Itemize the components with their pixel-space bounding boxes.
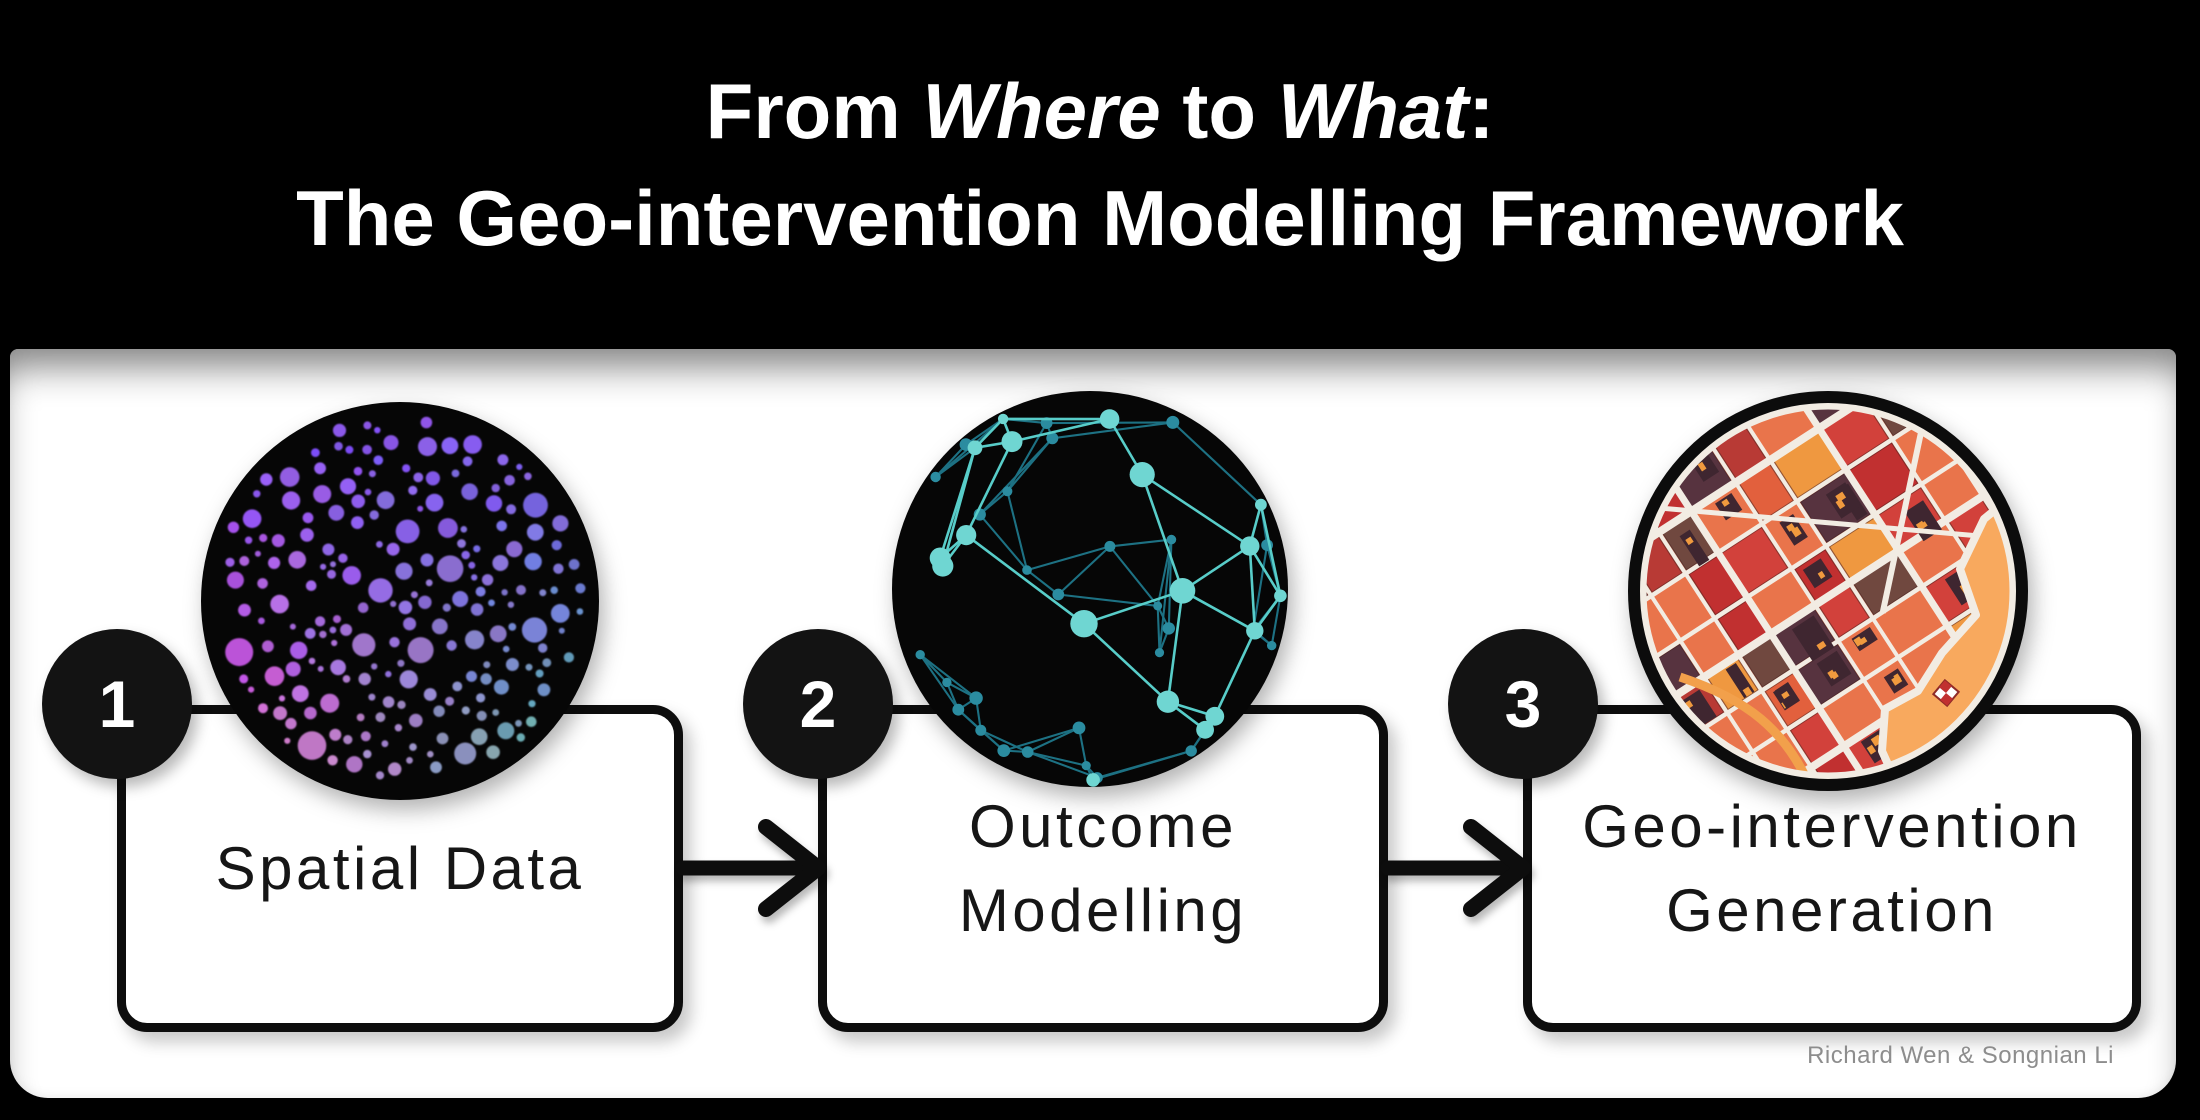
header-band: From Where to What: The Geo-intervention… (0, 0, 2200, 349)
step-number: 2 (799, 667, 837, 741)
title-text-italic: What (1277, 67, 1469, 155)
scatter-dots-image (200, 401, 600, 801)
step-number-badge: 2 (743, 629, 893, 779)
title-text: From (705, 67, 923, 155)
step-number-badge: 1 (42, 629, 192, 779)
step-label: Spatial Data (215, 834, 585, 902)
step-number: 3 (1504, 667, 1542, 741)
network-sphere-image (890, 389, 1290, 789)
page-title-line2: The Geo-intervention Modelling Framework (296, 174, 1904, 262)
page-title: From Where to What: The Geo-intervention… (0, 58, 2200, 272)
title-text: to (1160, 67, 1278, 155)
step-number: 1 (98, 667, 136, 741)
title-text-italic: Where (922, 67, 1161, 155)
title-text: : (1468, 67, 1495, 155)
page-title-line1: From Where to What: (0, 58, 2200, 165)
city-map-image (1628, 391, 2028, 791)
step-label: Geo-intervention Generation (1582, 792, 2082, 944)
attribution-text: Richard Wen & Songnian Li (1807, 1042, 2114, 1069)
step-label: Outcome Modelling (958, 792, 1248, 944)
step-number-badge: 3 (1448, 629, 1598, 779)
